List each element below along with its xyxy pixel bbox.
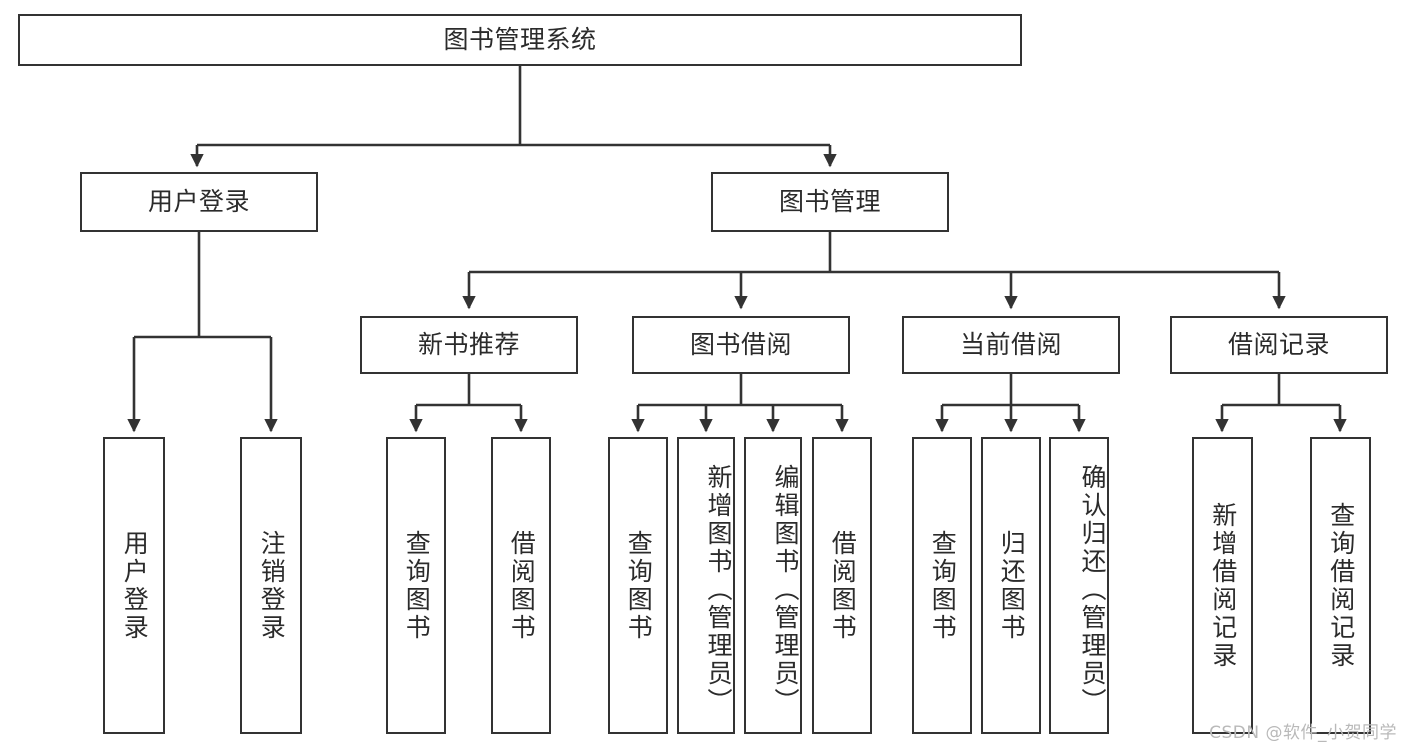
leaf-return-book[interactable]: 归还图书	[981, 437, 1041, 734]
node-label: 借阅图书	[828, 529, 858, 642]
leaf-edit-book-admin[interactable]: 编辑图书（管理员）	[744, 437, 802, 734]
leaf-add-book-admin[interactable]: 新增图书（管理员）	[677, 437, 735, 734]
node-label: 查询图书	[624, 529, 654, 642]
node-label: 查询图书	[928, 529, 958, 642]
node-label: 图书借阅	[689, 330, 792, 360]
node-label: 当前借阅	[959, 330, 1062, 360]
node-label: 图书管理	[778, 187, 881, 217]
leaf-query-borrow-record[interactable]: 查询借阅记录	[1310, 437, 1371, 734]
node-new-book-recommendation[interactable]: 新书推荐	[360, 316, 578, 374]
node-label: 新增借阅记录	[1208, 501, 1238, 670]
leaf-query-book-current[interactable]: 查询图书	[912, 437, 972, 734]
node-label: 借阅图书	[507, 529, 537, 642]
node-book-borrow[interactable]: 图书借阅	[632, 316, 850, 374]
node-label: 用户登录	[120, 529, 150, 642]
node-label: 注销登录	[257, 529, 287, 642]
node-book-management[interactable]: 图书管理	[711, 172, 949, 232]
csdn-watermark: CSDN @软件_小贺同学	[1209, 723, 1397, 743]
node-label: 确认归还（管理员）	[1078, 463, 1107, 716]
leaf-add-borrow-record[interactable]: 新增借阅记录	[1192, 437, 1253, 734]
leaf-logout[interactable]: 注销登录	[240, 437, 302, 734]
node-current-borrow[interactable]: 当前借阅	[902, 316, 1120, 374]
leaf-borrow-book[interactable]: 借阅图书	[812, 437, 872, 734]
node-label: 查询图书	[402, 529, 432, 642]
node-root-book-management-system[interactable]: 图书管理系统	[18, 14, 1022, 66]
node-label: 用户登录	[147, 187, 250, 217]
node-label: 归还图书	[997, 529, 1027, 642]
leaf-user-login[interactable]: 用户登录	[103, 437, 165, 734]
leaf-confirm-return-admin[interactable]: 确认归还（管理员）	[1049, 437, 1109, 734]
node-label: 查询借阅记录	[1326, 501, 1356, 670]
node-label: 借阅记录	[1227, 330, 1330, 360]
leaf-query-book-borrow[interactable]: 查询图书	[608, 437, 668, 734]
node-user-login[interactable]: 用户登录	[80, 172, 318, 232]
leaf-query-book-new[interactable]: 查询图书	[386, 437, 446, 734]
node-borrow-record[interactable]: 借阅记录	[1170, 316, 1388, 374]
node-label: 新增图书（管理员）	[704, 463, 733, 716]
node-label: 图书管理系统	[443, 25, 597, 55]
node-label: 新书推荐	[417, 330, 520, 360]
leaf-borrow-book-new[interactable]: 借阅图书	[491, 437, 551, 734]
node-label: 编辑图书（管理员）	[771, 463, 800, 716]
